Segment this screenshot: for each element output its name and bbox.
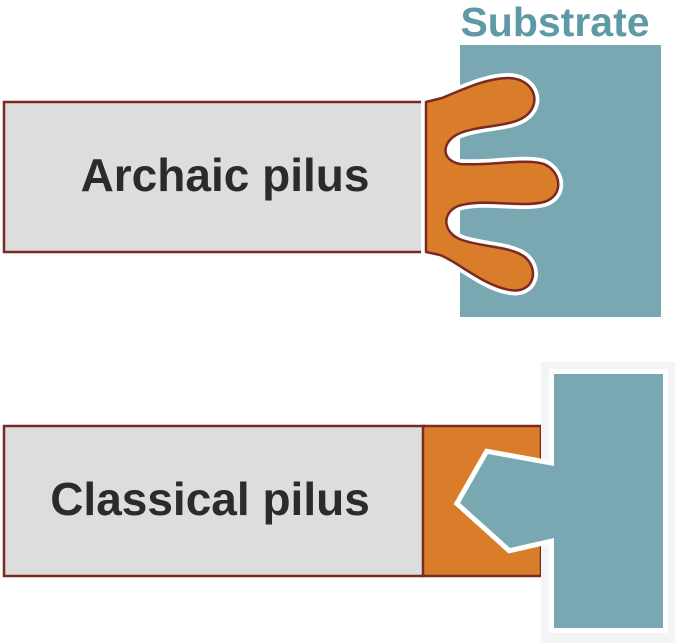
archaic-pilus-body	[2, 100, 430, 254]
archaic-adhesin-fingers	[424, 76, 560, 292]
archaic-pilus-label: Archaic pilus	[81, 149, 370, 201]
classical-pilus-label: Classical pilus	[50, 473, 370, 525]
substrate-bottom-shape	[460, 374, 663, 628]
classical-pilus-body	[2, 424, 426, 578]
substrate-label: Substrate	[460, 0, 649, 45]
